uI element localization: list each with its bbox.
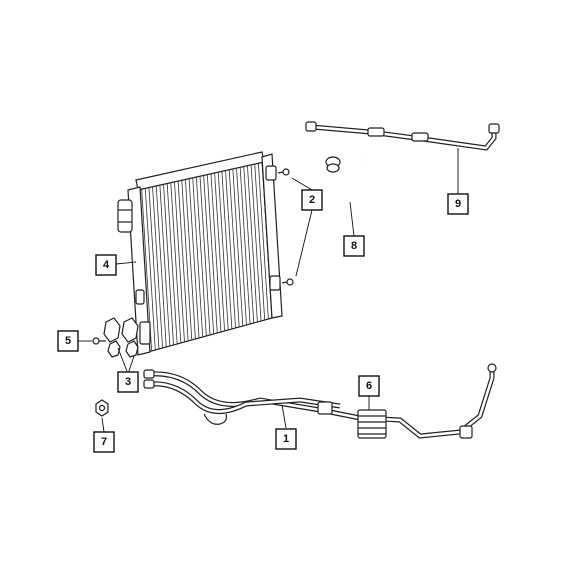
condenser-brackets	[103, 317, 139, 358]
condenser-fin	[144, 188, 156, 351]
discharge-hose	[325, 156, 366, 200]
condenser-fin	[210, 173, 222, 333]
callout-5: 5	[57, 330, 79, 352]
condenser-fin	[170, 182, 182, 344]
condenser-fin	[228, 169, 240, 328]
callout-2: 2	[301, 189, 323, 211]
callout-7: 7	[93, 431, 115, 453]
suction-line	[305, 121, 500, 151]
condenser-fin	[254, 163, 266, 321]
callout-1-label: 1	[283, 433, 289, 445]
callout-4: 4	[95, 254, 117, 276]
callout-7-label: 7	[101, 436, 107, 448]
condenser-fin	[192, 177, 204, 338]
condenser-fin	[155, 185, 167, 348]
condenser-fin	[225, 170, 236, 329]
condenser-fin	[221, 171, 233, 330]
mounting-bolts	[277, 168, 294, 286]
callout-3-label: 3	[125, 376, 131, 388]
callout-2-label: 2	[309, 194, 315, 206]
nut	[95, 399, 109, 417]
condenser-fin	[195, 176, 207, 337]
callout-6: 6	[358, 375, 380, 397]
condenser-fin	[239, 166, 251, 325]
callout-3: 3	[117, 371, 139, 393]
condenser-fin	[166, 183, 178, 345]
ac-condenser	[117, 151, 283, 356]
callout-8: 8	[343, 235, 365, 257]
condenser-fin	[203, 175, 215, 335]
ac-line-assembly	[143, 363, 497, 439]
condenser-fin	[217, 171, 229, 331]
callout-9: 9	[447, 193, 469, 215]
condenser-fin	[236, 167, 247, 326]
condenser-fin	[188, 178, 200, 339]
condenser-fin	[243, 166, 255, 324]
condenser-fin	[250, 164, 262, 322]
condenser-fin	[163, 184, 174, 346]
condenser-fin	[152, 186, 163, 349]
callout-4-label: 4	[103, 259, 110, 271]
condenser-fin	[214, 172, 225, 332]
callout-1: 1	[275, 428, 297, 450]
condenser-fin	[159, 185, 171, 347]
condenser-fin	[257, 162, 269, 320]
callout-9-label: 9	[455, 198, 461, 210]
condenser-fin	[174, 181, 185, 343]
screw	[92, 337, 106, 345]
receiver-drier	[357, 409, 387, 439]
callout-8-label: 8	[351, 240, 357, 252]
condenser-fin	[177, 180, 189, 342]
callout-6-label: 6	[366, 380, 372, 392]
condenser-fin	[185, 179, 196, 340]
condenser-fin	[206, 174, 218, 334]
condenser-fin	[232, 168, 244, 327]
callout-5-label: 5	[65, 335, 71, 347]
condenser-fin	[148, 187, 160, 350]
condenser-fin	[247, 165, 258, 323]
condenser-fin	[199, 175, 211, 336]
leader-lines	[78, 148, 459, 433]
condenser-fin	[181, 180, 193, 341]
